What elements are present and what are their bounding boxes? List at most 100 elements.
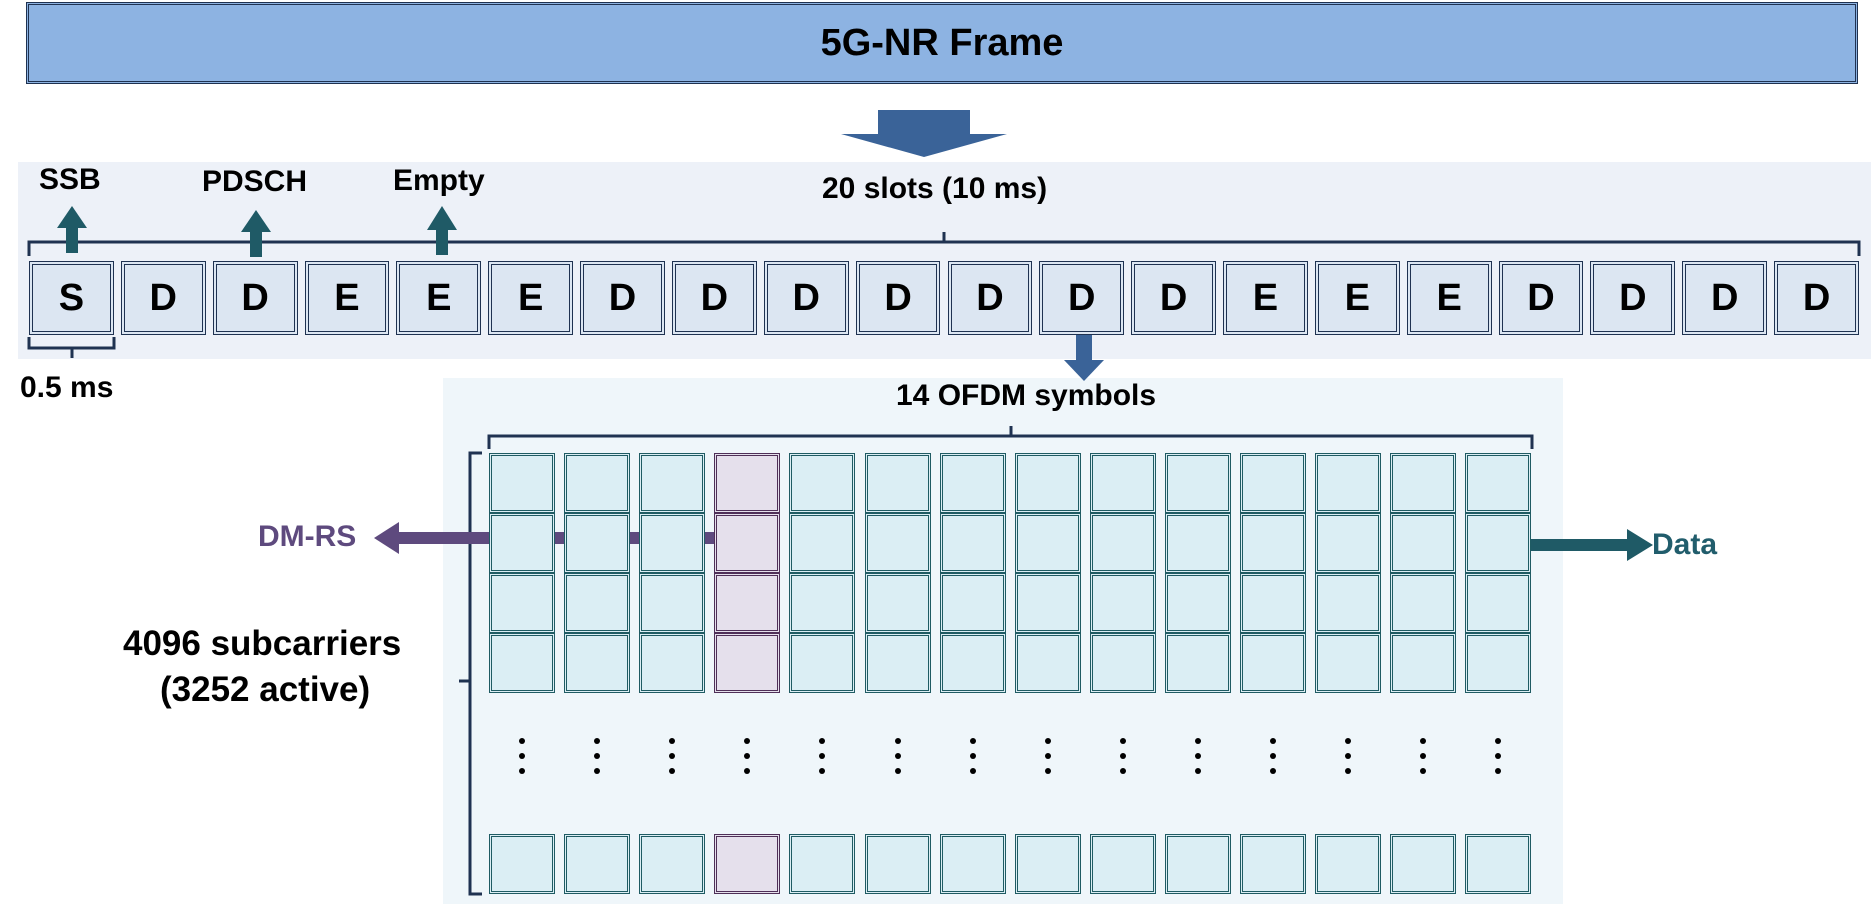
- data-cell: [639, 633, 706, 693]
- vertical-ellipsis: [1194, 738, 1203, 778]
- ssb-label: SSB: [39, 163, 101, 196]
- data-cell: [1465, 834, 1532, 894]
- data-cell: [789, 633, 856, 693]
- slot-15: E: [1406, 261, 1492, 335]
- vertical-ellipsis: [519, 738, 527, 778]
- data-cell: [639, 453, 706, 513]
- data-cell: [1089, 834, 1156, 894]
- data-cell: [1315, 513, 1382, 573]
- data-cell: [564, 513, 631, 573]
- slot-2: D: [212, 261, 298, 335]
- slot-1: D: [120, 261, 206, 335]
- data-cell: [939, 573, 1006, 633]
- vertical-ellipsis: [1345, 738, 1353, 778]
- symbols-span-label: 14 OFDM symbols: [896, 379, 1157, 412]
- data-cell: [1315, 453, 1382, 513]
- slots-span-brace: [27, 232, 1861, 256]
- vertical-ellipsis: [1270, 738, 1278, 778]
- data-cell: [564, 453, 631, 513]
- vertical-ellipsis: [1420, 738, 1428, 778]
- data-cell: [789, 573, 856, 633]
- data-cell: [1089, 513, 1156, 573]
- data-cell: [564, 573, 631, 633]
- frame-header-bar: 5G-NR Frame: [26, 2, 1858, 84]
- pdsch-pointer-arrow: [241, 210, 271, 257]
- data-cell: [1089, 573, 1156, 633]
- slot-14: E: [1314, 261, 1400, 335]
- data-cell: [489, 513, 555, 573]
- dmrs-cell: [714, 513, 781, 573]
- slot-13: E: [1223, 261, 1308, 335]
- slot-10: D: [947, 261, 1033, 335]
- data-cell: [1164, 633, 1231, 693]
- data-cell: [1315, 834, 1382, 894]
- data-cell: [864, 453, 931, 513]
- data-cell: [1164, 573, 1231, 633]
- vertical-ellipsis: [969, 738, 978, 778]
- data-cell: [939, 633, 1006, 693]
- data-cell: [864, 633, 931, 693]
- slot-16: D: [1498, 261, 1584, 335]
- frame-to-slots-arrow: [841, 110, 1007, 157]
- data-cell: [1164, 513, 1231, 573]
- vertical-ellipsis: [744, 738, 752, 778]
- slot-8: D: [763, 261, 849, 335]
- slot-19: D: [1774, 261, 1859, 335]
- slot-duration-label: 0.5 ms: [20, 371, 114, 404]
- data-cell: [1390, 633, 1457, 693]
- slot-6: D: [580, 261, 665, 335]
- data-cell: [1014, 513, 1081, 573]
- data-cell: [1014, 453, 1081, 513]
- data-cell: [1164, 453, 1231, 513]
- data-cell: [639, 834, 706, 894]
- slot-duration-brace: [27, 337, 116, 358]
- data-cell: [1014, 633, 1081, 693]
- empty-label: Empty: [393, 164, 485, 197]
- slot-9: D: [855, 261, 941, 335]
- data-cell: [789, 834, 856, 894]
- data-cell: [789, 453, 856, 513]
- slot-to-grid-arrow: [1064, 333, 1104, 381]
- data-cell: [1240, 513, 1306, 573]
- data-cell: [1014, 573, 1081, 633]
- data-cell: [1315, 573, 1382, 633]
- frame-title: 5G-NR Frame: [820, 21, 1064, 64]
- data-cell: [939, 834, 1006, 894]
- data-cell: [489, 633, 555, 693]
- data-cell: [1164, 834, 1231, 894]
- data-cell: [639, 513, 706, 573]
- slot-0: S: [29, 261, 114, 335]
- slot-5: E: [488, 261, 574, 335]
- data-cell: [639, 573, 706, 633]
- dmrs-cell: [714, 573, 781, 633]
- dmrs-cell: [714, 633, 781, 693]
- subcarriers-span-brace: [459, 451, 482, 896]
- data-pointer-arrow: [1502, 529, 1653, 561]
- pdsch-label: PDSCH: [202, 165, 308, 198]
- data-cell: [1465, 633, 1532, 693]
- vertical-ellipsis: [669, 738, 677, 778]
- vertical-ellipsis: [1044, 738, 1053, 778]
- slot-17: D: [1590, 261, 1676, 335]
- data-cell: [864, 834, 931, 894]
- data-label: Data: [1652, 528, 1718, 561]
- dmrs-cell: [714, 453, 781, 513]
- ssb-pointer-arrow: [57, 206, 87, 253]
- data-cell: [1240, 573, 1306, 633]
- slot-3: E: [304, 261, 390, 335]
- data-cell: [564, 834, 631, 894]
- slot-7: D: [671, 261, 757, 335]
- data-cell: [1089, 453, 1156, 513]
- data-cell: [1014, 834, 1081, 894]
- data-cell: [489, 834, 555, 894]
- data-cell: [1240, 633, 1306, 693]
- data-cell: [564, 633, 631, 693]
- slots-span-label: 20 slots (10 ms): [822, 172, 1048, 205]
- data-cell: [1240, 453, 1306, 513]
- data-cell: [1089, 633, 1156, 693]
- vertical-ellipsis: [1495, 738, 1503, 778]
- data-cell: [789, 513, 856, 573]
- data-cell: [939, 453, 1006, 513]
- data-cell: [1390, 573, 1457, 633]
